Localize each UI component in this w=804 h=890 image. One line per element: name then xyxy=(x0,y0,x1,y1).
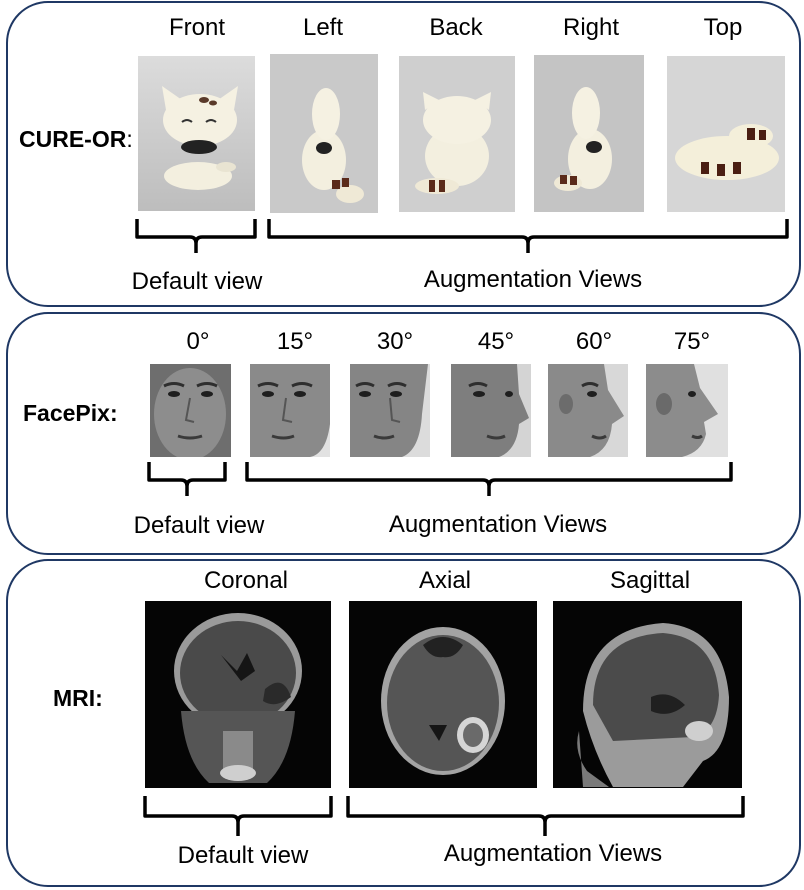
default-view-label: Default view xyxy=(131,268,263,295)
view-label-30-deg: 30° xyxy=(376,328,414,355)
face-30-image xyxy=(350,364,430,457)
view-label-back: Back xyxy=(429,14,483,41)
view-label-15-deg: 15° xyxy=(276,328,314,355)
face-75-image xyxy=(646,364,728,457)
view-label-left: Left xyxy=(302,14,344,41)
facepix-default-view-label: Default view xyxy=(133,512,265,539)
plush-left-image xyxy=(270,54,378,213)
cure-or-label-colon: : xyxy=(126,126,133,152)
face-45-image xyxy=(451,364,531,457)
mri-default-view-brace xyxy=(142,792,334,838)
mri-sagittal-image xyxy=(553,601,742,788)
plush-front-image xyxy=(138,56,255,211)
face-60-image xyxy=(548,364,628,457)
mri-default-view-label: Default view xyxy=(177,842,309,869)
augmentation-views-brace xyxy=(266,215,790,255)
cure-or-row-label: CURE-OR: xyxy=(19,126,133,153)
mri-row-label: MRI: xyxy=(53,685,103,711)
view-label-front: Front xyxy=(168,14,225,41)
facepix-row-label: FacePix: xyxy=(23,400,118,426)
view-label-75-deg: 75° xyxy=(673,328,711,355)
mri-coronal-image xyxy=(145,601,331,788)
view-label-60-deg: 60° xyxy=(575,328,613,355)
face-15-image xyxy=(250,364,330,457)
default-view-brace xyxy=(134,215,258,255)
facepix-default-view-brace xyxy=(146,458,228,498)
view-label-axial: Axial xyxy=(418,567,472,594)
plush-right-image xyxy=(534,55,644,212)
view-label-right: Right xyxy=(562,14,620,41)
cure-or-label-text: CURE-OR xyxy=(19,126,127,152)
plush-back-image xyxy=(399,56,515,212)
facepix-augmentation-views-label: Augmentation Views xyxy=(388,511,608,538)
plush-top-image xyxy=(667,56,785,212)
mri-augmentation-views-label: Augmentation Views xyxy=(443,840,663,867)
view-label-top: Top xyxy=(703,14,743,41)
mri-augmentation-views-brace xyxy=(345,792,746,838)
view-label-sagittal: Sagittal xyxy=(609,567,691,594)
mri-axial-image xyxy=(349,601,537,788)
view-label-coronal: Coronal xyxy=(203,567,289,594)
face-0-image xyxy=(150,364,231,457)
augmentation-views-label: Augmentation Views xyxy=(423,266,643,293)
facepix-augmentation-views-brace xyxy=(244,458,734,498)
view-label-0-deg: 0° xyxy=(186,328,210,355)
view-label-45-deg: 45° xyxy=(477,328,515,355)
